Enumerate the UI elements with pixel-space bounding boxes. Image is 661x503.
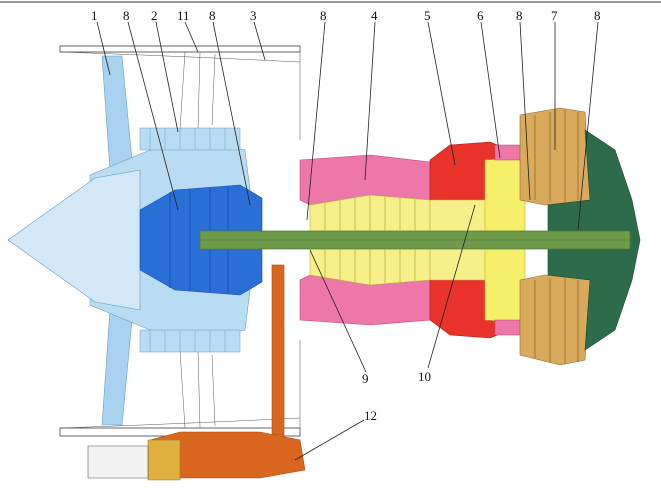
callout-8a: 8 <box>123 8 130 23</box>
callout-1: 1 <box>91 8 98 23</box>
lp-turbine-section <box>519 107 591 366</box>
callout-8e: 8 <box>594 8 601 23</box>
nacelle-casing-bottom <box>59 427 301 437</box>
lpt-stages <box>534 110 579 364</box>
main-shaft <box>199 230 631 250</box>
callout-9: 9 <box>362 371 369 386</box>
fan-blade-bottom <box>101 309 133 426</box>
accessory-unit <box>147 439 181 481</box>
spinner-cone <box>7 169 141 311</box>
callout-12: 12 <box>364 408 377 423</box>
callout-6: 6 <box>477 8 484 23</box>
hpt-case-bottom <box>494 319 521 336</box>
fan-vane-lines <box>149 128 226 352</box>
fan-duct-outer-top <box>59 51 301 63</box>
callout-8b: 8 <box>209 8 216 23</box>
callout-4: 4 <box>371 8 378 23</box>
fan-frame-struts <box>179 51 301 429</box>
callout-10: 10 <box>418 369 431 384</box>
nacelle-casing-top <box>59 45 301 53</box>
callout-2: 2 <box>151 8 158 23</box>
callout-8d: 8 <box>516 8 523 23</box>
callout-7: 7 <box>551 8 558 23</box>
callout-leaders <box>96 21 599 461</box>
starter-unit <box>87 445 149 479</box>
callout-3: 3 <box>250 8 257 23</box>
lpt-bottom <box>519 274 591 366</box>
callout-labels: 1 8 2 11 8 3 8 4 5 6 8 7 8 9 10 12 <box>91 8 601 423</box>
fan-blade-top <box>101 55 133 171</box>
callout-5: 5 <box>424 8 431 23</box>
callout-11: 11 <box>177 8 190 23</box>
fan-duct-outer-bottom <box>59 417 301 429</box>
accessory-gearbox <box>87 264 306 481</box>
radial-drive-shaft <box>271 264 285 436</box>
callout-8c: 8 <box>320 8 327 23</box>
